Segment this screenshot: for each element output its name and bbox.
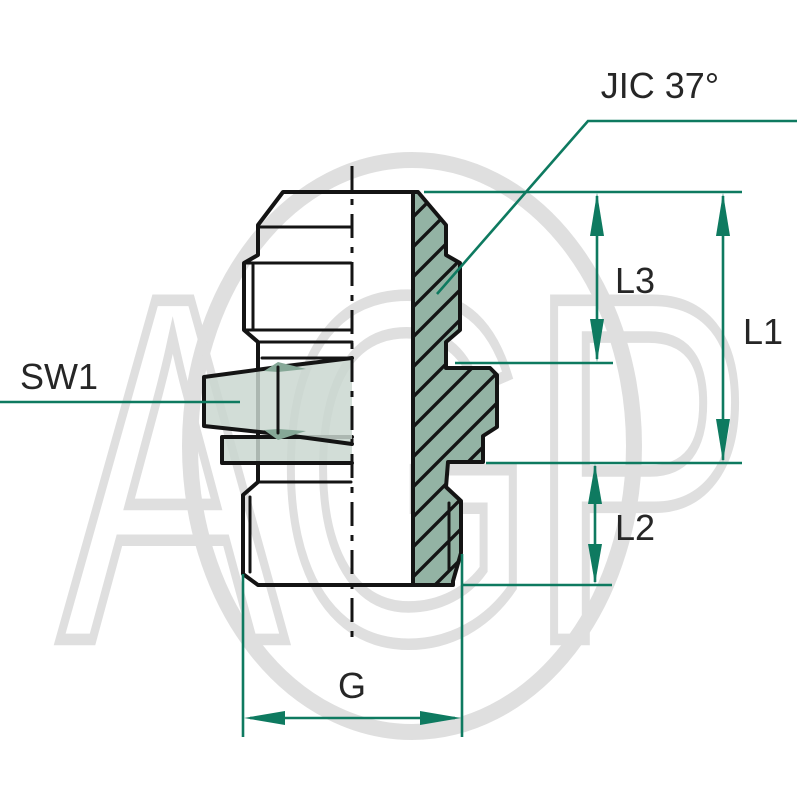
- section-outline: [411, 190, 499, 587]
- label-g: G: [338, 665, 366, 706]
- arrow-up-icon: [588, 464, 602, 504]
- fitting-cross-section: [411, 190, 499, 587]
- dimension-labels: JIC 37° SW1 L3 L1 L2 G: [20, 65, 783, 706]
- label-jic-37: JIC 37°: [601, 65, 719, 106]
- dimension-l2: [588, 464, 602, 584]
- watermark-ring-icon: [182, 152, 642, 740]
- arrow-down-icon: [588, 544, 602, 584]
- collar: [222, 437, 352, 463]
- section-hatching: [413, 192, 497, 585]
- label-l1: L1: [743, 311, 783, 352]
- label-l3: L3: [615, 260, 655, 301]
- dimensions: [0, 119, 797, 737]
- arrow-up-icon: [716, 193, 730, 236]
- hex-bottom-bevel: [264, 429, 306, 440]
- jic-leader-line: [436, 119, 797, 295]
- watermark-logo: AGP: [54, 152, 758, 749]
- arrow-left-icon: [244, 711, 285, 725]
- arrow-right-icon: [420, 711, 461, 725]
- dimension-l1: [716, 193, 730, 462]
- label-l2: L2: [615, 507, 655, 548]
- arrow-down-icon: [590, 319, 604, 362]
- hex-top-bevel: [264, 362, 306, 372]
- arrow-down-icon: [716, 419, 730, 462]
- dimension-g: [244, 711, 461, 725]
- feature-lines: [242, 225, 354, 574]
- watermark-text: AGP: [59, 194, 741, 745]
- arrow-up-icon: [590, 193, 604, 236]
- label-sw1: SW1: [20, 356, 98, 397]
- dimension-l3: [590, 193, 604, 362]
